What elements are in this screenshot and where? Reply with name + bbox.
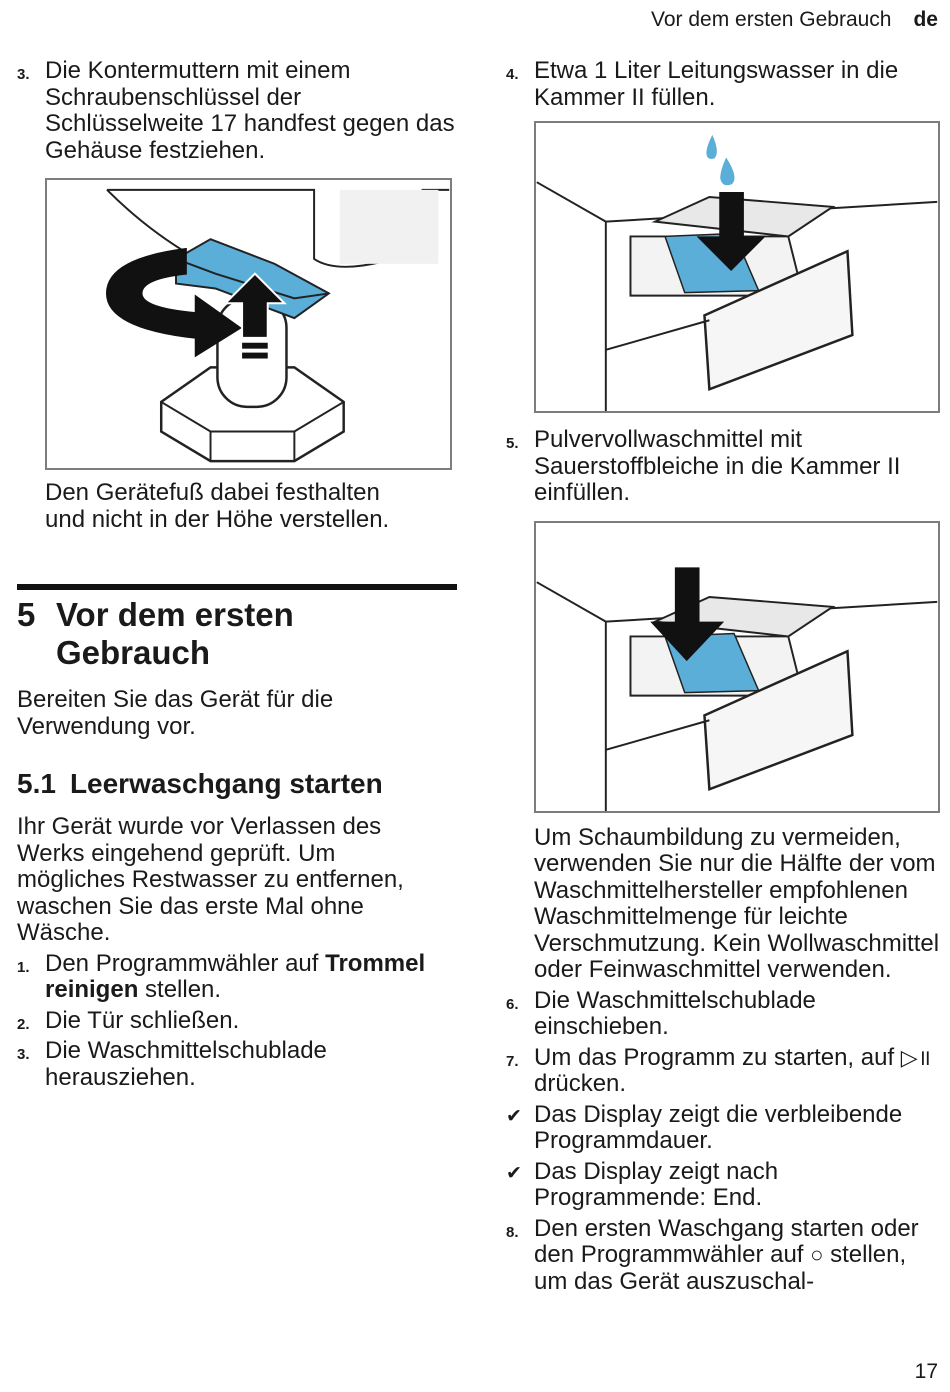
program-name: Trommel reinigen — [45, 949, 426, 1003]
step-number: 6. — [506, 995, 519, 1013]
step-number: 3. — [17, 1046, 30, 1063]
foot-illustration — [105, 188, 450, 463]
section-number: 5.1 — [17, 768, 56, 799]
page-number: 17 — [914, 1360, 938, 1383]
step-number: 7. — [506, 1052, 519, 1070]
header-section: Vor dem ersten Gebrauch — [651, 8, 892, 31]
figure-foot-wrench — [45, 178, 452, 470]
result-restdauer: ✔ Das Display zeigt die verbleibende Pro… — [506, 1100, 940, 1155]
chapter-heading: 5 Vor dem ersten Gebrauch — [17, 596, 457, 672]
step-3-kontermuttern: 3. Die Kontermuttern mit einem Schrauben… — [17, 57, 457, 164]
figure-note: Den Gerätefuß dabei festhalten und nicht… — [45, 479, 390, 533]
step-text-post: stellen, um das Gerät auszuschal- — [534, 1241, 907, 1295]
start-pause-icon: ▷॥ — [900, 1044, 931, 1070]
header-lang: de — [913, 8, 938, 31]
right-column: 4. Etwa 1 Liter Leitungswasser in die Ka… — [506, 57, 940, 1296]
step-number: 2. — [17, 1015, 30, 1033]
step-8-ausschalten: 8. Den ersten Waschgang starten oder den… — [506, 1214, 940, 1296]
water-drop-icon — [706, 134, 717, 159]
step-number: 8. — [506, 1223, 519, 1241]
step-text-post: stellen. — [138, 976, 222, 1003]
section-intro: Ihr Gerät wurde vor Verlassen des Werks … — [17, 813, 404, 946]
check-icon: ✔ — [506, 1105, 522, 1127]
step-4-wasser: 4. Etwa 1 Liter Leitungswasser in die Ka… — [506, 57, 940, 111]
chapter-rule — [17, 584, 457, 590]
step-text: Die Waschmittelschublade herausziehen. — [45, 1037, 327, 1091]
running-header: Vor dem ersten Gebrauch de — [651, 8, 938, 32]
step-text: Die Kontermuttern mit einem Schraubensch… — [45, 57, 455, 164]
check-icon: ✔ — [506, 1162, 522, 1184]
off-position-icon: ○ — [810, 1242, 824, 1267]
figure-drawer-powder — [534, 520, 940, 813]
step-number: 3. — [17, 66, 30, 83]
step-text-post: drücken. — [534, 1070, 627, 1097]
step-text: Etwa 1 Liter Leitungswasser in die Kamme… — [534, 57, 899, 111]
chapter-number: 5 — [17, 596, 36, 633]
step-5-waschmittel: 5. Pulvervollwaschmittel mit Sauerstoffb… — [506, 426, 940, 507]
result-text: Das Display zeigt die verbleibende Progr… — [534, 1100, 903, 1154]
drawer-water-illustration — [536, 134, 938, 411]
step-text: Die Waschmittelschublade einschieben. — [534, 986, 816, 1040]
result-text: Das Display zeigt nach Programmende: End… — [534, 1157, 779, 1211]
step-number: 1. — [17, 958, 30, 976]
step-3-schublade: 3. Die Waschmittelschublade herausziehen… — [17, 1037, 457, 1091]
step-text: Pulvervollwaschmittel mit Sauerstoffblei… — [534, 426, 901, 506]
section-title: Leerwaschgang starten — [69, 768, 383, 799]
step-text-pre: Den Programmwähler auf — [45, 949, 326, 977]
step-2-tuer: 2. Die Tür schließen. — [17, 1006, 457, 1035]
chapter-intro: Bereiten Sie das Gerät für die Verwendun… — [17, 686, 334, 740]
step-1-programmwaehler: 1. Den Programmwähler auf Trommel reinig… — [17, 949, 457, 1004]
section-heading: 5.1 Leerwaschgang starten — [17, 768, 457, 800]
left-column: 3. Die Kontermuttern mit einem Schrauben… — [17, 57, 457, 1091]
step-number: 5. — [506, 435, 519, 452]
step-6-einschieben: 6. Die Waschmittelschublade einschieben. — [506, 986, 940, 1041]
step-text-pre: Um das Programm zu starten, auf — [534, 1043, 901, 1071]
step-text-pre: Den ersten Waschgang starten oder den Pr… — [534, 1214, 919, 1268]
detergent-note: Um Schaumbildung zu vermeiden, verwenden… — [534, 823, 940, 983]
step-7-starten: 7. Um das Programm zu starten, auf ▷॥ dr… — [506, 1043, 940, 1098]
step-text: Die Tür schließen. — [45, 1006, 240, 1034]
chapter-title: Vor dem ersten Gebrauch — [56, 596, 294, 671]
figure-drawer-water — [534, 121, 940, 413]
step-number: 4. — [506, 66, 519, 83]
drawer-powder-illustration — [536, 566, 938, 811]
result-end: ✔ Das Display zeigt nach Programmende: E… — [506, 1157, 940, 1212]
